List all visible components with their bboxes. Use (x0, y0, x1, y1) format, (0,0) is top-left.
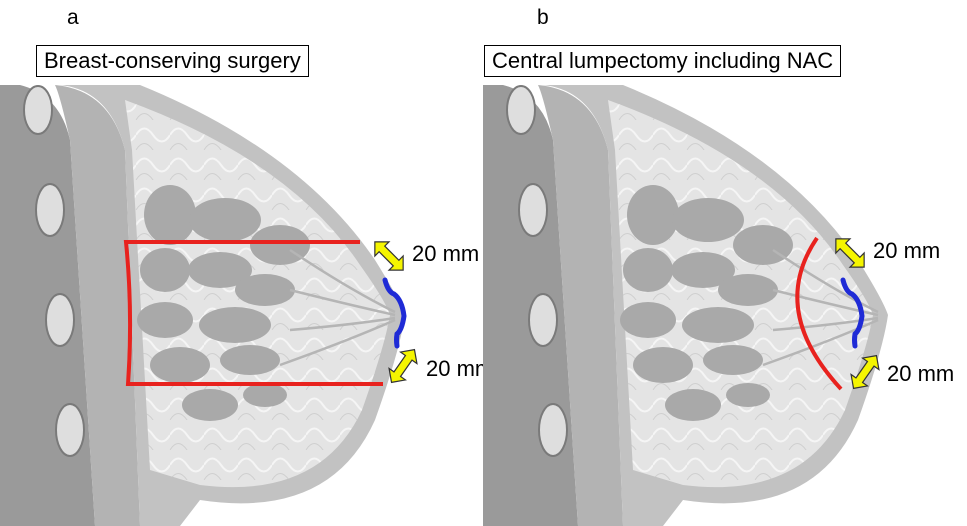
panel-b: b Central lumpectomy including NAC 20 mm… (483, 0, 966, 526)
bottom-distance-arrow-icon (383, 344, 422, 388)
resection-margin-box (126, 242, 383, 384)
panel-b-bottom-measure: 20 mm (887, 361, 954, 387)
panel-a: a Breast-conserving surgery 20 mm 20 mm (0, 0, 483, 526)
bottom-distance-arrow-icon (845, 350, 884, 394)
nipple-areola-complex (385, 280, 404, 346)
top-distance-arrow-icon (829, 232, 871, 274)
top-distance-arrow-icon (368, 235, 410, 277)
panel-a-top-measure: 20 mm (412, 241, 479, 267)
nipple-areola-complex (843, 280, 862, 346)
panel-a-bottom-measure: 20 mm (426, 356, 483, 382)
resection-margin-arc (797, 238, 841, 389)
panel-a-annotations (0, 0, 483, 526)
panel-b-top-measure: 20 mm (873, 238, 940, 264)
